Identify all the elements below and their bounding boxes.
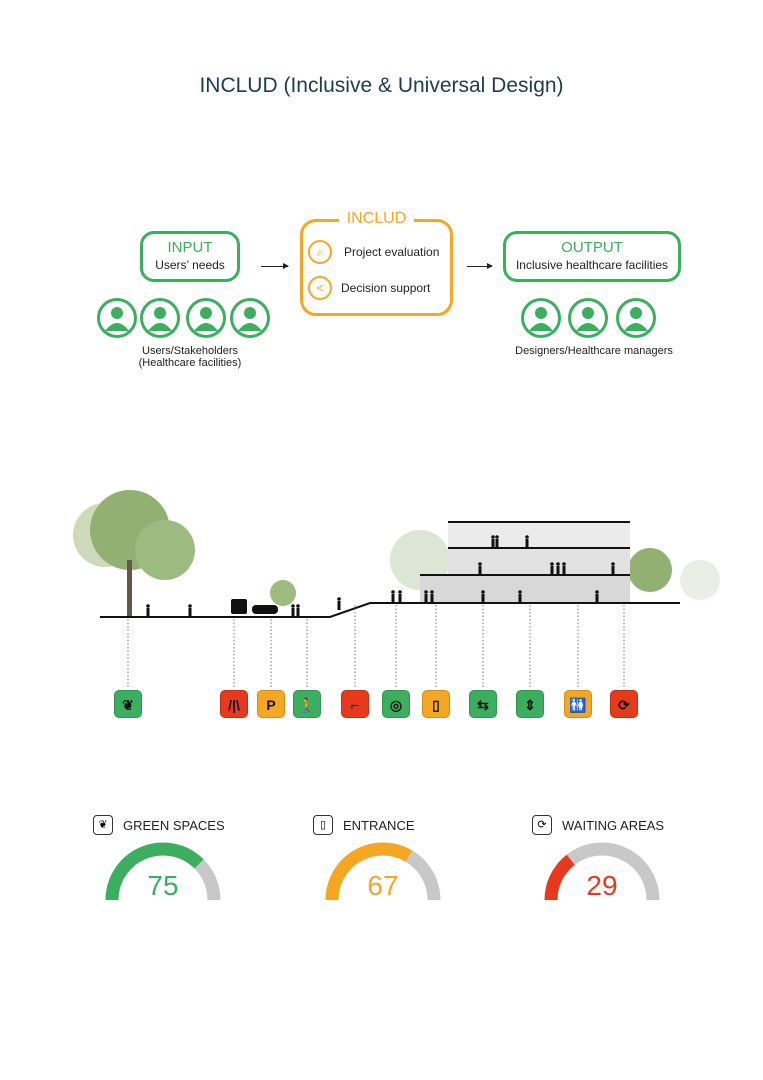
gauge-value: 67 xyxy=(367,870,399,901)
ground-line xyxy=(100,602,680,618)
gauge-fill xyxy=(544,854,575,901)
building xyxy=(420,521,630,603)
manager-euro-icon xyxy=(568,298,608,338)
person-silhouette xyxy=(391,590,395,603)
person-silhouette xyxy=(595,590,599,603)
person-silhouette xyxy=(491,535,495,548)
person-silhouette xyxy=(296,604,300,617)
gauge-value: 75 xyxy=(147,870,179,901)
door-icon: ▯ xyxy=(432,697,440,713)
input-heading: INPUT xyxy=(167,239,213,256)
indicator-stairs[interactable]: ⌐ xyxy=(341,690,369,718)
person-silhouette xyxy=(611,562,615,575)
output-sub: Inclusive healthcare facilities xyxy=(515,258,669,272)
user-icon xyxy=(186,298,226,338)
concentric-circles-icon: ◎ xyxy=(389,697,403,713)
person-silhouette xyxy=(518,590,522,603)
includ-heading: INCLUD xyxy=(338,210,415,227)
decision-support-label: Decision support xyxy=(341,281,431,295)
road-icon: /|\ xyxy=(228,697,240,713)
person-silhouette xyxy=(146,604,150,617)
person-silhouette xyxy=(398,590,402,603)
person-silhouette xyxy=(291,604,295,617)
arrow-right xyxy=(467,263,493,269)
indicator-parking[interactable]: P xyxy=(257,690,285,718)
indicator-pedestrian[interactable]: 🚶 xyxy=(293,690,321,718)
door-icon: ▯ xyxy=(313,815,333,835)
gauge-title-row: ▯ ENTRANCE xyxy=(313,815,415,835)
doctor-user-icon xyxy=(97,298,137,338)
gauge-track xyxy=(566,842,660,901)
gauge-3 xyxy=(544,842,660,901)
indicator-toilets[interactable]: 🚻 xyxy=(564,690,592,718)
gauge-track xyxy=(194,859,221,901)
indicator-road[interactable]: /|\ xyxy=(220,690,248,718)
person-silhouette xyxy=(550,562,554,575)
input-box: INPUT Users’ needs xyxy=(140,231,240,282)
stairs-icon: ⌐ xyxy=(350,697,360,713)
person-silhouette xyxy=(188,604,192,617)
gauge-fill xyxy=(105,842,204,901)
gauge-2 xyxy=(325,842,441,901)
includ-box xyxy=(300,219,453,316)
vehicles xyxy=(231,599,278,614)
person-silhouette xyxy=(556,562,560,575)
output-heading: OUTPUT xyxy=(561,239,623,256)
gauge-track xyxy=(405,850,441,901)
nurse-user-icon xyxy=(140,298,180,338)
project-evaluation-label: Project evaluation xyxy=(344,245,440,259)
gauge-title: ENTRANCE xyxy=(343,817,415,833)
magnifier-icon: ⌕ xyxy=(308,240,332,264)
person-silhouette xyxy=(495,535,499,548)
site-section-drawing xyxy=(73,490,720,688)
indicator-green-spaces[interactable]: ❦ xyxy=(114,690,142,718)
parking-icon: P xyxy=(266,697,276,713)
indicator-elevator[interactable]: ⇕ xyxy=(516,690,544,718)
person-silhouette xyxy=(525,535,529,548)
gauge-value: 29 xyxy=(586,870,618,901)
designer-helmet-icon xyxy=(521,298,561,338)
input-label-line2: (Healthcare facilities) xyxy=(138,357,242,369)
person-silhouette xyxy=(424,590,428,603)
person-silhouette xyxy=(430,590,434,603)
output-box: OUTPUT Inclusive healthcare facilities xyxy=(503,231,681,282)
toilets-icon: 🚻 xyxy=(569,697,587,713)
waiting-clock-icon: ⟳ xyxy=(532,815,552,835)
input-sub: Users’ needs xyxy=(155,258,225,272)
waiting-clock-icon: ⟳ xyxy=(618,697,630,713)
page-title: INCLUD (Inclusive & Universal Design) xyxy=(199,74,564,97)
leaf-icon: ❦ xyxy=(93,815,113,835)
indicator-corridor[interactable]: ⇆ xyxy=(469,690,497,718)
arrow-right xyxy=(261,263,289,269)
indicator-waiting-areas[interactable]: ⟳ xyxy=(610,690,638,718)
output-label: Designers/Healthcare managers xyxy=(515,345,673,357)
input-label: Users/Stakeholders (Healthcare facilitie… xyxy=(110,345,270,369)
indicator-floor-signage[interactable]: ◎ xyxy=(382,690,410,718)
gauge-title-row: ⟳ WAITING AREAS xyxy=(532,815,664,835)
gauge-title: GREEN SPACES xyxy=(123,817,225,833)
person-silhouette xyxy=(478,562,482,575)
leaf-icon: ❦ xyxy=(122,697,134,713)
gauge-fill xyxy=(325,842,413,901)
indicator-entrance[interactable]: ▯ xyxy=(422,690,450,718)
input-label-line1: Users/Stakeholders xyxy=(142,345,238,357)
person-silhouette xyxy=(562,562,566,575)
person-silhouette xyxy=(481,590,485,603)
pedestrian-icon: 🚶 xyxy=(298,697,316,713)
share-icon: < xyxy=(308,276,332,300)
gauge-title: WAITING AREAS xyxy=(562,817,665,833)
gauge-1 xyxy=(105,842,221,901)
gauge-title-row: ❦ GREEN SPACES xyxy=(93,815,225,835)
person-silhouette xyxy=(337,597,341,610)
healthcare-staff-icon xyxy=(616,298,656,338)
two-way-arrows-icon: ⇆ xyxy=(477,697,489,713)
elevator-icon: ⇕ xyxy=(524,697,536,713)
payer-user-icon xyxy=(230,298,270,338)
